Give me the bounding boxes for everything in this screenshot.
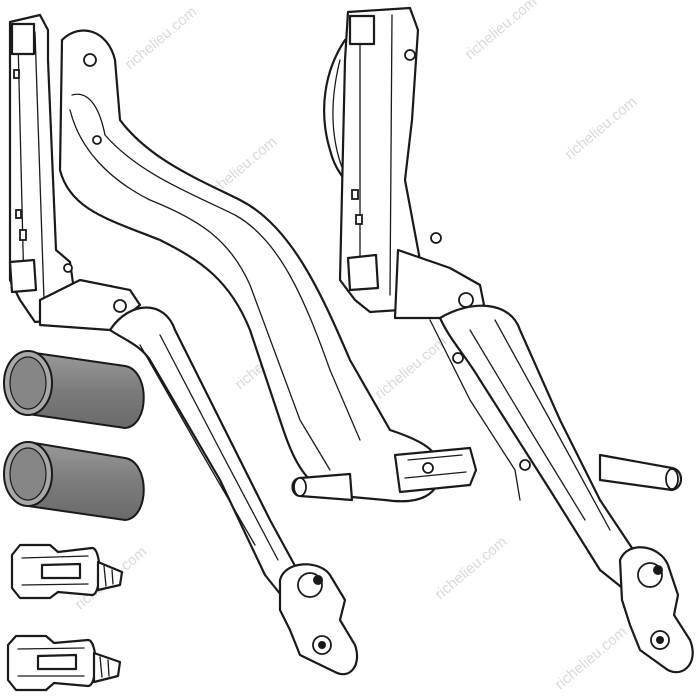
left-lower-arm bbox=[108, 306, 302, 602]
watermark-text: richelieu.com bbox=[562, 93, 641, 163]
watermark-text: richelieu.com bbox=[432, 533, 511, 603]
watermark-text: richelieu.com bbox=[552, 623, 631, 693]
lift-mechanism-right-icon bbox=[323, 6, 694, 674]
watermark-text: richelieu.com bbox=[122, 3, 201, 73]
left-arm-clip bbox=[393, 446, 478, 494]
watermark-text: richelieu.com bbox=[372, 333, 451, 403]
mounting-clip-icon bbox=[10, 543, 124, 600]
cylindrical-sleeve-icon bbox=[3, 350, 145, 430]
cylindrical-sleeve-icon bbox=[3, 440, 145, 522]
mounting-clip-icon bbox=[6, 634, 122, 692]
lift-mechanism-left-icon bbox=[8, 13, 478, 676]
right-lower-arm bbox=[438, 304, 642, 592]
left-housing bbox=[8, 13, 80, 324]
watermark-text: richelieu.com bbox=[462, 0, 541, 63]
left-bracket bbox=[38, 278, 142, 332]
